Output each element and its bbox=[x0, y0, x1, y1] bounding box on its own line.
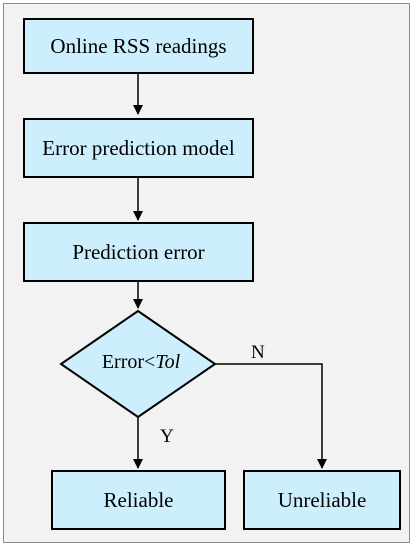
edge-label-yes: Y bbox=[160, 426, 174, 447]
decision-label: Error<Tol bbox=[101, 351, 181, 373]
node-error-prediction-model: Error prediction model bbox=[23, 118, 254, 178]
edge-label-no: N bbox=[251, 342, 265, 363]
node-reliable: Reliable bbox=[51, 470, 226, 530]
node-unreliable: Unreliable bbox=[243, 470, 401, 530]
node-online-rss-readings: Online RSS readings bbox=[23, 18, 254, 74]
node-prediction-error: Prediction error bbox=[23, 222, 254, 282]
arrow-decision-no bbox=[215, 363, 327, 469]
